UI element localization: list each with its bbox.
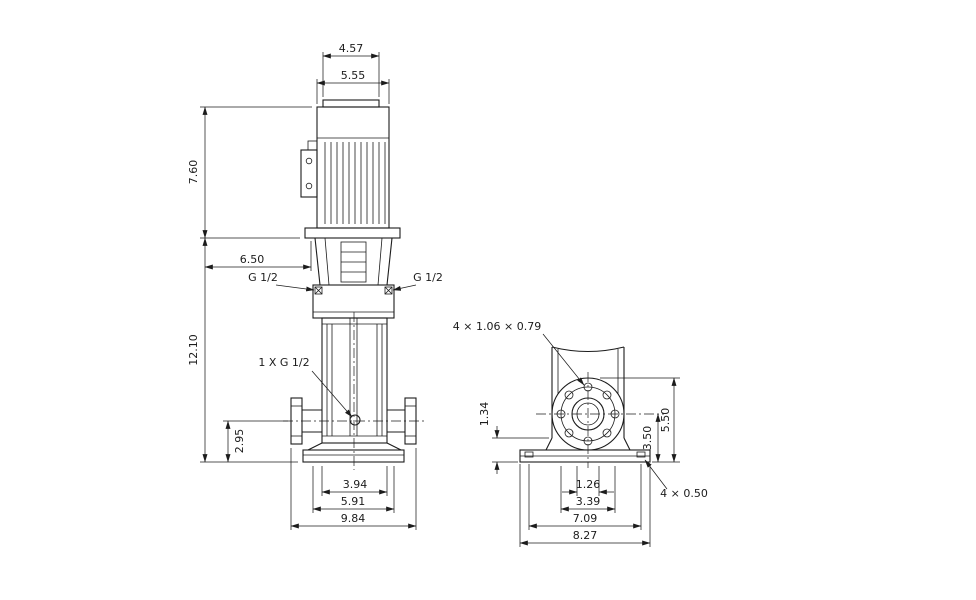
dim-foot-height-label: 1.34 [478,402,491,427]
dim-overall-width-label: 9.84 [341,512,366,525]
dim-head-width: 5.91 [312,466,395,513]
end-view: 4 × 1.06 × 0.79 4 × 0.50 1.34 3.50 5.50 [453,320,708,547]
flange-holes-callout: 4 × 1.06 × 0.79 [453,320,585,386]
motor-flange [304,227,401,239]
dim-port-centerline-height-end-label: 3.50 [641,426,654,451]
dim-motor-width: 5.55 [316,69,390,104]
dim-fan-cover-width-label: 4.57 [339,42,364,55]
dim-port-centerline-height-label: 2.95 [233,429,246,454]
dim-port-centerline-height: 2.95 [223,420,288,463]
dim-flange-top-height: 5.50 [600,377,680,463]
base-hole-left [524,451,534,458]
dim-head-length-label: 6.50 [240,253,265,266]
column-profile [545,346,631,451]
dim-motor-height-label: 7.60 [187,160,200,185]
dim-base-length: 8.27 [519,464,651,547]
dim-fan-cover-width: 4.57 [322,42,380,97]
dim-foot-height: 1.34 [478,402,549,474]
dim-motor-width-label: 5.55 [341,69,366,82]
dim-base-hole-spacing: 7.09 [528,464,642,530]
pump-head [312,284,395,319]
motor-stool [313,237,394,286]
dim-head-length: 6.50 [204,241,312,271]
dim-bore-width-label: 1.26 [576,478,601,491]
port-left-label: G 1/2 [248,271,278,284]
port-right-label: G 1/2 [413,271,443,284]
motor-fins [324,142,386,224]
dim-base-length-label: 8.27 [573,529,598,542]
dim-bore-width: 1.26 [562,466,614,496]
flange-holes-label: 4 × 1.06 × 0.79 [453,320,541,333]
suction-flange [290,397,322,445]
drain-port-callout: 1 X G 1/2 [258,356,353,418]
coupling [340,241,367,283]
base-hole-right [636,451,646,458]
port-right-callout: G 1/2 [392,271,443,291]
dim-bolt-circle-width-label: 3.39 [576,495,601,508]
dim-bolt-circle-width: 3.39 [560,466,616,513]
dim-base-hole-spacing-label: 7.09 [573,512,598,525]
base-plate [302,442,405,463]
dim-column-width-label: 3.94 [343,478,368,491]
dim-pump-height: 12.10 [187,237,298,463]
dim-flange-top-height-label: 5.50 [659,408,672,433]
plug-left [314,286,323,295]
motor [300,99,401,239]
terminal-box [300,140,318,198]
discharge-flange [387,397,417,445]
front-view: 4.57 5.55 7.60 12.10 6.50 [187,42,443,530]
dim-head-width-label: 5.91 [341,495,366,508]
base-plate-end [519,449,651,463]
dim-motor-height: 7.60 [187,106,312,239]
plug-right [384,286,393,295]
drain-port-label: 1 X G 1/2 [258,356,309,369]
port-left-callout: G 1/2 [248,271,315,292]
dim-column-width: 3.94 [321,466,388,496]
base-holes-label: 4 × 0.50 [660,487,708,500]
drain-port [349,414,361,426]
base-holes-callout: 4 × 0.50 [644,459,708,500]
dim-overall-width: 9.84 [290,448,417,530]
chamber-stack [321,317,388,444]
dim-pump-height-label: 12.10 [187,334,200,366]
